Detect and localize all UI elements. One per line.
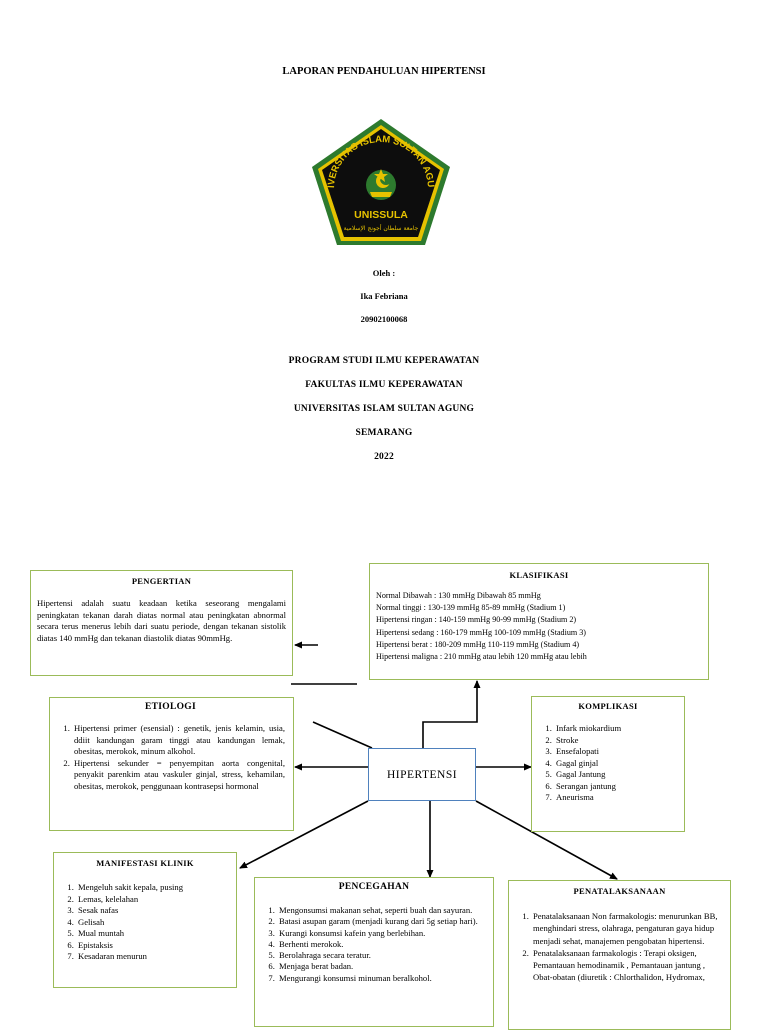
klasifikasi-title: KLASIFIKASI — [509, 570, 569, 580]
penatalaksanaan-box: PENATALAKSANAAN Penatalaksanaan Non farm… — [508, 880, 731, 1030]
pencegahan-item: Kurangi konsumsi kafein yang berlebihan. — [277, 928, 487, 939]
pencegahan-item: Berolahraga secara teratur. — [277, 950, 487, 961]
klasifikasi-line: Hipertensi maligna : 210 mmHg atau lebih… — [376, 652, 587, 662]
pengertian-text: Hipertensi adalah suatu keadaan ketika s… — [37, 598, 286, 643]
logo-arabic: جامعة سلطان أجونج الإسلامية — [344, 224, 419, 232]
pencegahan-item: Mengonsumsi makanan sehat, seperti buah … — [277, 905, 487, 916]
etiologi-box: ETIOLOGI Hipertensi primer (esensial) : … — [49, 697, 294, 831]
program-line-5: 2022 — [374, 452, 394, 462]
klasifikasi-line: Normal Dibawah : 130 mmHg Dibawah 85 mmH… — [376, 591, 541, 600]
komplikasi-item: Gagal Jantung — [554, 769, 678, 781]
penatalaksanaan-item: Penatalaksanaan Non farmakologis: menuru… — [531, 910, 724, 947]
etiologi-item: Hipertensi primer (esensial) : genetik, … — [72, 723, 285, 758]
komplikasi-title: KOMPLIKASI — [578, 701, 638, 711]
komplikasi-item: Stroke — [554, 735, 678, 747]
pengertian-box: PENGERTIAN Hipertensi adalah suatu keada… — [30, 570, 293, 676]
etiologi-item: Hipertensi sekunder = penyempitan aorta … — [72, 758, 285, 793]
penatalaksanaan-title: PENATALAKSANAAN — [573, 886, 666, 896]
logo-name: UNISSULA — [354, 209, 408, 221]
by-label: Oleh : — [372, 268, 396, 278]
manifestasi-title: MANIFESTASI KLINIK — [96, 858, 194, 868]
pencegahan-item: Batasi asupan garam (menjadi kurang dari… — [277, 916, 487, 927]
klasifikasi-box: KLASIFIKASI Normal Dibawah : 130 mmHg Di… — [369, 563, 709, 680]
manifestasi-item: Epistaksis — [76, 940, 230, 952]
program-line-2: FAKULTAS ILMU KEPERAWATAN — [305, 380, 463, 390]
student-id: 20902100068 — [360, 314, 408, 324]
pencegahan-item: Berhenti merokok. — [277, 939, 487, 950]
komplikasi-item: Aneurisma — [554, 792, 678, 804]
program-line-3: UNIVERSITAS ISLAM SULTAN AGUNG — [293, 404, 475, 414]
manifestasi-item: Lemas, kelelahan — [76, 894, 230, 906]
program-line-1: PROGRAM STUDI ILMU KEPERAWATAN — [288, 356, 480, 366]
penatalaksanaan-item: Penatalaksanaan farmakologis : Terapi ok… — [531, 947, 724, 984]
manifestasi-item: Kesadaran menurun — [76, 951, 230, 963]
manifestasi-item: Mual muntah — [76, 928, 230, 940]
klasifikasi-line: Normal tinggi : 130-139 mmHg 85-89 mmHg … — [376, 603, 566, 613]
manifestasi-box: MANIFESTASI KLINIK Mengeluh sakit kepala… — [53, 852, 237, 988]
komplikasi-item: Ensefalopati — [554, 746, 678, 758]
pencegahan-item: Menjaga berat badan. — [277, 961, 487, 972]
report-title: LAPORAN PENDAHULUAN HIPERTENSI — [282, 66, 486, 77]
unissula-logo: UNIVERSITAS ISLAM SULTAN AGUNG UNISSULA … — [310, 117, 450, 245]
klasifikasi-line: Hipertensi sedang : 160-179 mmHg 100-109… — [376, 627, 586, 637]
pencegahan-box: PENCEGAHAN Mengonsumsi makanan sehat, se… — [254, 877, 494, 1027]
klasifikasi-line: Hipertensi berat : 180-209 mmHg 110-119 … — [376, 639, 580, 649]
pencegahan-item: Mengurangi konsumsi minuman beralkohol. — [277, 973, 487, 984]
manifestasi-item: Sesak nafas — [76, 905, 230, 917]
manifestasi-item: Mengeluh sakit kepala, pusing — [76, 882, 230, 894]
author-name: Ika Febriana — [360, 291, 408, 301]
pengertian-title: PENGERTIAN — [131, 576, 192, 586]
komplikasi-item: Infark miokardium — [554, 723, 678, 735]
komplikasi-item: Gagal ginjal — [554, 758, 678, 770]
komplikasi-item: Serangan jantung — [554, 781, 678, 793]
center-node: HIPERTENSI — [368, 748, 476, 801]
komplikasi-box: KOMPLIKASI Infark miokardium Stroke Ense… — [531, 696, 685, 832]
etiologi-title: ETIOLOGI — [145, 702, 196, 712]
manifestasi-item: Gelisah — [76, 917, 230, 929]
program-line-4: SEMARANG — [355, 428, 413, 438]
klasifikasi-line: Hipertensi ringan : 140-159 mmHg 90-99 m… — [376, 615, 577, 625]
pencegahan-title: PENCEGAHAN — [338, 882, 410, 892]
